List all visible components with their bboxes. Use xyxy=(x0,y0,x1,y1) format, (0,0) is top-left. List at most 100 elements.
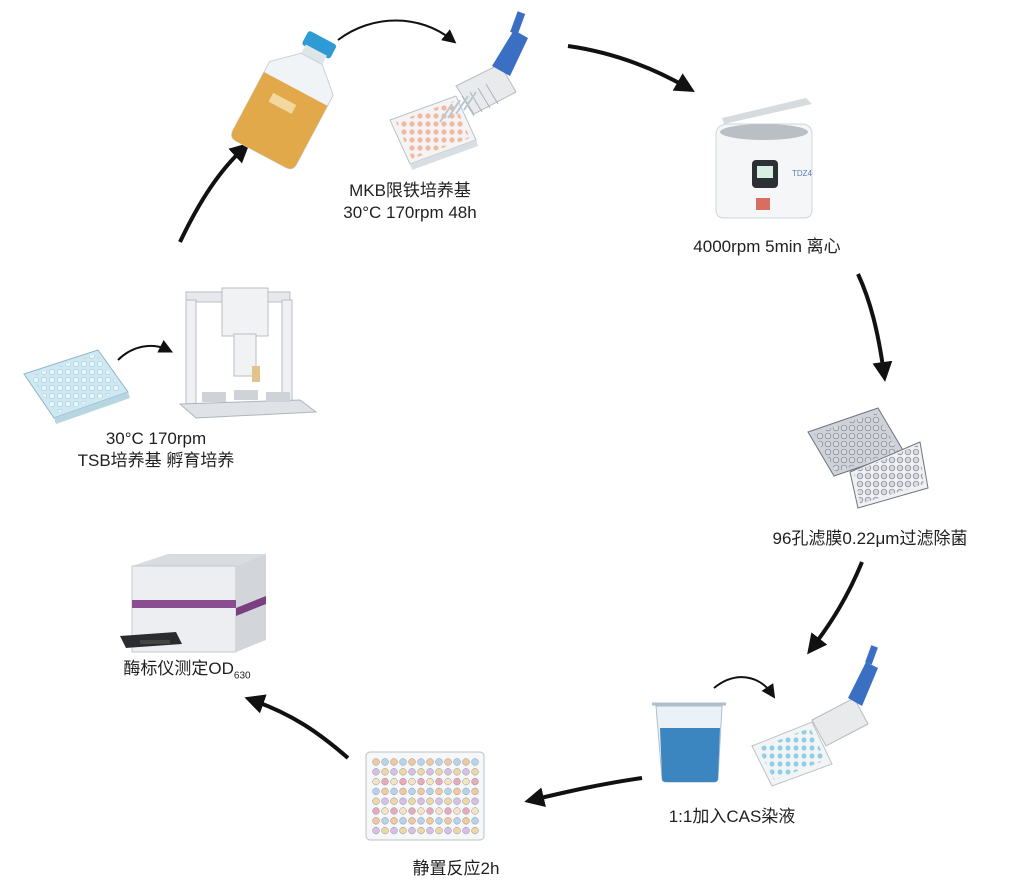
result-well xyxy=(462,826,470,835)
arrow-small-tsb-to-robot xyxy=(117,339,174,361)
result-well xyxy=(372,787,380,796)
result-well xyxy=(408,817,416,825)
result-well xyxy=(408,768,416,776)
result-well xyxy=(372,817,380,825)
result-well xyxy=(444,807,452,815)
liquid-handler-icon xyxy=(178,287,318,419)
cas-pipette-icon xyxy=(751,645,878,787)
result-well xyxy=(408,777,416,786)
result-well xyxy=(390,817,398,825)
result-well xyxy=(408,797,416,805)
media-bottle-icon xyxy=(231,31,337,170)
result-well xyxy=(381,817,389,825)
result-well xyxy=(471,768,479,776)
result-well xyxy=(381,758,389,766)
result-well xyxy=(462,807,470,815)
result-well xyxy=(381,768,389,776)
result-well xyxy=(453,758,461,766)
result-well xyxy=(435,768,443,776)
result-well xyxy=(399,787,407,796)
result-well xyxy=(444,768,452,776)
tsb-plate-icon xyxy=(23,349,130,424)
result-well xyxy=(435,826,443,835)
result-well xyxy=(390,777,398,786)
result-well xyxy=(408,787,416,796)
result-well xyxy=(417,826,425,835)
result-well xyxy=(444,777,452,786)
label-rest-text: 静置反应2h xyxy=(412,859,500,878)
result-well xyxy=(408,807,416,815)
result-well xyxy=(381,787,389,796)
result-well xyxy=(399,768,407,776)
cycle-arrows xyxy=(117,19,893,807)
result-well xyxy=(399,777,407,786)
result-well xyxy=(471,826,479,835)
label-filter-text: 96孔滤膜0.22μm过滤除菌 xyxy=(772,529,968,548)
arrow-cas-to-rest xyxy=(524,776,643,807)
result-well xyxy=(408,758,416,766)
arrow-tsb-to-bottle xyxy=(178,142,250,243)
result-well xyxy=(435,817,443,825)
label-cas-text: 1:1加入CAS染液 xyxy=(668,807,796,826)
result-well xyxy=(417,768,425,776)
multichannel-pipette-icon xyxy=(389,11,528,170)
result-well xyxy=(399,758,407,766)
result-well xyxy=(399,807,407,815)
result-well xyxy=(462,817,470,825)
result-well xyxy=(453,777,461,786)
result-well xyxy=(417,807,425,815)
result-well xyxy=(417,797,425,805)
result-well xyxy=(462,758,470,766)
result-well xyxy=(453,768,461,776)
result-well xyxy=(471,807,479,815)
result-well xyxy=(426,807,434,815)
label-reader: 酶标仪测定OD630 xyxy=(112,658,262,687)
result-well xyxy=(435,787,443,796)
result-well xyxy=(426,768,434,776)
result-well xyxy=(390,787,398,796)
result-well xyxy=(381,797,389,805)
label-tsb-line2: TSB培养基 孵育培养 xyxy=(77,451,235,470)
result-well xyxy=(390,826,398,835)
arrow-small-bottle-to-pipette xyxy=(337,19,457,44)
result-well xyxy=(417,817,425,825)
result-well xyxy=(390,807,398,815)
result-well xyxy=(390,768,398,776)
label-rest: 静置反应2h xyxy=(396,858,516,880)
arrow-small-beaker-to-pipette xyxy=(713,676,776,699)
filter-plate-icon xyxy=(807,407,929,509)
result-well xyxy=(453,807,461,815)
result-well xyxy=(462,777,470,786)
result-well xyxy=(471,758,479,766)
result-well xyxy=(399,797,407,805)
result-well xyxy=(426,787,434,796)
plate-reader-icon xyxy=(120,554,266,653)
result-well xyxy=(444,787,452,796)
label-cas: 1:1加入CAS染液 xyxy=(662,806,802,828)
result-well xyxy=(381,777,389,786)
result-well xyxy=(426,817,434,825)
result-well xyxy=(435,777,443,786)
result-well xyxy=(435,797,443,805)
result-well xyxy=(462,787,470,796)
result-plate-icon xyxy=(365,751,485,841)
result-well xyxy=(381,826,389,835)
result-well xyxy=(444,758,452,766)
result-well xyxy=(471,787,479,796)
result-well xyxy=(435,807,443,815)
centrifuge-icon: TDZ4 xyxy=(715,98,813,219)
result-well xyxy=(471,797,479,805)
result-well xyxy=(453,817,461,825)
result-well xyxy=(417,758,425,766)
result-well xyxy=(372,758,380,766)
label-centrifuge-text: 4000rpm 5min 离心 xyxy=(693,237,841,256)
result-well xyxy=(417,787,425,796)
result-well xyxy=(372,768,380,776)
result-well xyxy=(399,826,407,835)
result-well xyxy=(453,826,461,835)
result-well xyxy=(444,797,452,805)
cas-beaker-icon xyxy=(652,702,726,783)
result-well xyxy=(390,758,398,766)
